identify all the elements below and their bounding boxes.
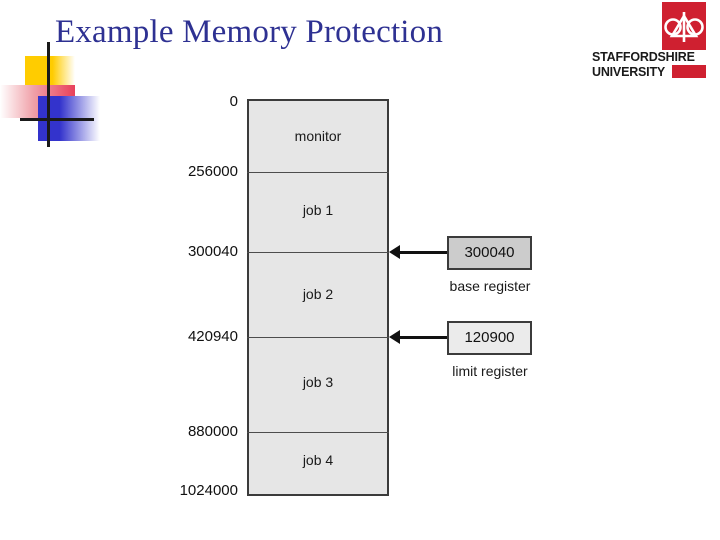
decoration-vertical-line <box>47 42 50 147</box>
limit-register-value: 120900 <box>447 321 532 355</box>
memory-segment-label: job 4 <box>302 452 334 468</box>
decoration-horizontal-line <box>20 118 94 121</box>
logo-wordmark: STAFFORDSHIRE UNIVERSITY <box>592 50 695 80</box>
memory-divider-1 <box>247 252 389 253</box>
memory-divider-2 <box>247 337 389 338</box>
memory-segment-label: job 1 <box>302 202 334 218</box>
memory-address-label: 300040 <box>187 243 238 260</box>
limit-register-caption: limit register <box>452 363 528 379</box>
base-register-arrow-head-icon <box>389 245 400 259</box>
base-register-arrow-line <box>399 251 447 254</box>
slide-corner-decoration <box>0 42 115 147</box>
memory-block <box>247 99 389 496</box>
memory-segment-label: monitor <box>294 128 342 144</box>
memory-address-label: 880000 <box>187 423 238 440</box>
base-register-caption: base register <box>449 278 531 294</box>
base-register-value: 300040 <box>447 236 532 270</box>
logo-line-1: STAFFORDSHIRE <box>592 50 695 64</box>
memory-divider-3 <box>247 432 389 433</box>
memory-address-label: 0 <box>229 93 238 110</box>
memory-address-label: 1024000 <box>179 482 238 499</box>
staffordshire-university-logo: STAFFORDSHIRE UNIVERSITY <box>592 2 714 80</box>
memory-segment-label: job 2 <box>302 286 334 302</box>
memory-address-label: 256000 <box>187 163 238 180</box>
logo-line-2: UNIVERSITY <box>592 65 666 79</box>
memory-divider-0 <box>247 172 389 173</box>
page-title: Example Memory Protection <box>55 14 444 50</box>
memory-segment-label: job 3 <box>302 374 334 390</box>
logo-red-bar <box>672 65 706 78</box>
limit-register-arrow-line <box>399 336 447 339</box>
limit-register-arrow-head-icon <box>389 330 400 344</box>
memory-address-label: 420940 <box>187 328 238 345</box>
staffordshire-knot-icon <box>664 12 704 42</box>
